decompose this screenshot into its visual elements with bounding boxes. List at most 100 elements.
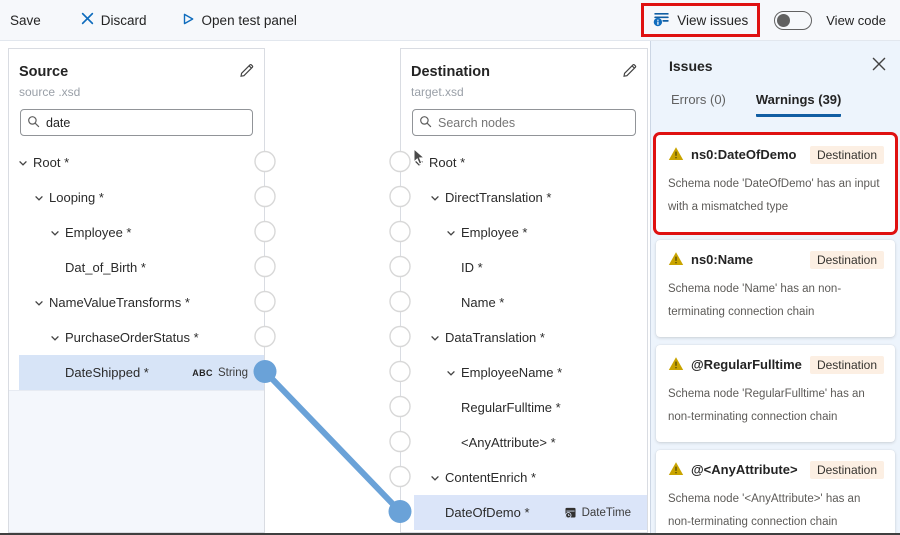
view-code-toggle[interactable] — [774, 10, 813, 30]
destination-panel-title: Destination — [411, 64, 490, 80]
tree-node-label: ID * — [461, 260, 483, 275]
tree-node-label: DataTranslation * — [445, 330, 545, 345]
tree-node-label: Name * — [461, 295, 505, 310]
destination-tree: Root * DirectTranslation * Employee * ID * N… — [401, 145, 647, 530]
source-search-box — [20, 109, 253, 136]
mapping-connection-line[interactable] — [262, 368, 403, 515]
source-search-input[interactable] — [46, 115, 246, 130]
play-icon — [181, 12, 195, 29]
open-test-panel-button[interactable]: Open test panel — [181, 12, 297, 29]
view-issues-button[interactable]: View issues — [653, 10, 748, 30]
tree-node-contentenrich[interactable]: ContentEnrich * — [401, 460, 647, 495]
warning-message: Schema node 'DateOfDemo' has an input wi… — [668, 178, 880, 213]
tree-node-label: PurchaseOrderStatus * — [65, 330, 199, 345]
tree-node-root[interactable]: Root * — [401, 145, 647, 180]
chevron-down-icon[interactable] — [33, 297, 49, 309]
tree-node-label: Looping * — [49, 190, 104, 205]
annotation-box-view-issues: View issues — [641, 3, 761, 37]
edit-destination-schema-icon[interactable] — [622, 63, 637, 81]
chevron-down-icon[interactable] — [429, 332, 445, 344]
tree-node-label: EmployeeName * — [461, 365, 563, 380]
source-schema-filename: source .xsd — [19, 85, 81, 99]
command-bar: Save Discard Open test panel — [0, 0, 900, 41]
string-type-icon: ABC — [192, 367, 213, 378]
warning-icon — [668, 146, 684, 164]
tree-node-anyattribute[interactable]: <AnyAttribute> * — [401, 425, 647, 460]
data-type-badge: DateTime — [564, 506, 631, 519]
destination-search-input[interactable] — [438, 115, 629, 130]
save-button-label: Save — [10, 12, 41, 28]
tree-node-label: Employee * — [461, 225, 528, 240]
window-bottom-edge — [0, 533, 900, 535]
chevron-down-icon[interactable] — [445, 367, 461, 379]
destination-panel-header: Destination target.xsd — [401, 49, 647, 136]
chevron-down-icon[interactable] — [445, 227, 461, 239]
edit-source-schema-icon[interactable] — [239, 63, 254, 81]
issues-list-icon — [653, 10, 670, 30]
tree-node-name[interactable]: Name * — [401, 285, 647, 320]
tree-node-namevaluetransforms[interactable]: NameValueTransforms * — [9, 285, 264, 320]
tree-node-label: DirectTranslation * — [445, 190, 552, 205]
chevron-down-icon[interactable] — [49, 227, 65, 239]
tree-node-directtranslation[interactable]: DirectTranslation * — [401, 180, 647, 215]
warning-message: Schema node '<AnyAttribute>' has an non-… — [668, 493, 861, 528]
issues-panel: Issues Errors (0) Warnings (39) ns0:DateO… — [650, 41, 900, 533]
open-test-panel-label: Open test panel — [201, 12, 297, 28]
tree-node-employeename[interactable]: EmployeeName * — [401, 355, 647, 390]
tree-node-purchaseorderstatus[interactable]: PurchaseOrderStatus * — [9, 320, 264, 355]
chevron-down-icon[interactable] — [413, 157, 429, 169]
tree-node-regularfulltime[interactable]: RegularFulltime * — [401, 390, 647, 425]
discard-button[interactable]: Discard — [81, 12, 147, 28]
tree-node-label: DateShipped * — [65, 365, 149, 380]
warning-scope-badge: Destination — [809, 146, 884, 164]
source-panel-header: Source source .xsd — [9, 49, 264, 136]
tab-errors[interactable]: Errors (0) — [671, 92, 726, 107]
destination-search-box — [412, 109, 636, 136]
warning-node-name: @<AnyAttribute> — [691, 462, 798, 477]
tab-warnings[interactable]: Warnings (39) — [755, 92, 842, 117]
save-button[interactable]: Save — [10, 13, 41, 28]
chevron-down-icon[interactable] — [429, 472, 445, 484]
view-code-label: View code — [826, 12, 886, 28]
warning-node-name: ns0:Name — [691, 252, 754, 267]
tree-node-id[interactable]: ID * — [401, 250, 647, 285]
tree-node-looping[interactable]: Looping * — [9, 180, 264, 215]
chevron-down-icon[interactable] — [429, 192, 445, 204]
toolbar-right-group: View issues View code — [641, 3, 900, 37]
chevron-down-icon[interactable] — [17, 157, 33, 169]
tree-node-label: Root * — [429, 155, 466, 170]
search-icon — [27, 115, 40, 131]
tree-node-label: Employee * — [65, 225, 132, 240]
source-tree: Root * Looping * Employee * Dat_of_Birth *N… — [9, 145, 264, 390]
view-issues-label: View issues — [677, 12, 749, 28]
tree-node-employee[interactable]: Employee * — [401, 215, 647, 250]
datetime-icon — [564, 506, 577, 519]
source-schema-panel: Source source .xsd Root * Looping * Employ… — [8, 48, 265, 533]
warning-scope-badge: Destination — [809, 356, 884, 374]
close-issues-icon[interactable] — [872, 57, 886, 74]
source-panel-title: Source — [19, 64, 69, 80]
warning-scope-badge: Destination — [809, 251, 884, 269]
dismiss-icon — [81, 12, 94, 28]
issues-panel-title: Issues — [669, 57, 713, 74]
chevron-down-icon[interactable] — [33, 192, 49, 204]
warning-scope-badge: Destination — [809, 461, 884, 479]
destination-schema-panel: Destination target.xsd Root * DirectTrans… — [400, 48, 648, 533]
toggle-knob — [777, 13, 791, 27]
tree-node-employee[interactable]: Employee * — [9, 215, 264, 250]
tree-node-datatranslation[interactable]: DataTranslation * — [401, 320, 647, 355]
warning-icon — [668, 461, 684, 479]
tree-node-root[interactable]: Root * — [9, 145, 264, 180]
warning-icon — [668, 356, 684, 374]
chevron-down-icon[interactable] — [49, 332, 65, 344]
tree-node-label: Root * — [33, 155, 70, 170]
tree-node-dateofdemo[interactable]: DateOfDemo *DateTime — [414, 495, 647, 530]
tree-node-dat-of-birth[interactable]: Dat_of_Birth * — [9, 250, 264, 285]
